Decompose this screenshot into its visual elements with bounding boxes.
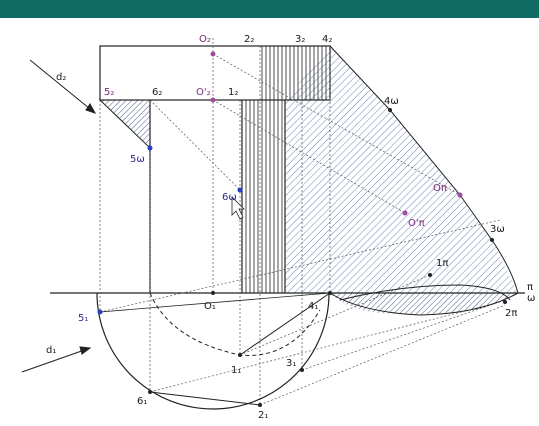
label-2-1: 2₁ — [258, 410, 268, 421]
label-O2-prime: O'₂ — [196, 87, 211, 98]
light-direction-arrows — [21, 59, 97, 373]
shadow-region-vertical — [285, 46, 518, 293]
shadow-region-horizontal — [330, 293, 518, 315]
label-3-2: 3₂ — [295, 34, 305, 45]
label-4-1: 4₁ — [308, 301, 318, 312]
shadow-triangle-5 — [98, 99, 151, 150]
label-O-prime-pi: O'π — [408, 218, 425, 229]
segment-6-2 — [149, 391, 261, 406]
label-5-omega: 5ω — [130, 154, 145, 165]
label-3-1: 3₁ — [286, 358, 296, 369]
label-pi: π — [527, 282, 533, 293]
dashed-inner-arc — [149, 292, 321, 356]
title-bar — [0, 0, 539, 18]
label-2-2: 2₂ — [244, 34, 254, 45]
vertical-hatching-lower — [241, 100, 283, 293]
label-3-omega: 3ω — [490, 224, 505, 235]
label-1-1: 1₁ — [231, 365, 241, 376]
label-6-omega: 6ω — [222, 192, 237, 203]
label-4-omega: 4ω — [384, 96, 399, 107]
mouse-cursor — [231, 196, 245, 220]
label-omega: ω — [527, 293, 535, 304]
label-4-2: 4₂ — [322, 34, 332, 45]
label-O2: O₂ — [199, 34, 211, 45]
label-d2: d₂ — [56, 72, 66, 83]
semicircle-horizontal-projection — [96, 292, 330, 410]
label-5-1: 5₁ — [78, 313, 88, 324]
label-d1: d₁ — [46, 345, 56, 356]
construction-lines — [99, 38, 506, 406]
segment-1-4 — [239, 292, 331, 356]
label-O-pi: Oπ — [433, 183, 447, 194]
segment-5-4 — [99, 292, 331, 313]
points — [97, 51, 507, 407]
label-2-pi: 2π — [505, 308, 517, 319]
shadow-outline — [329, 45, 519, 316]
label-O1: O₁ — [204, 301, 216, 312]
label-5-2: 5₂ — [104, 87, 114, 98]
label-1-2: 1₂ — [228, 87, 238, 98]
label-6-1: 6₁ — [137, 396, 147, 407]
label-1-pi: 1π — [436, 258, 448, 269]
label-6-2: 6₂ — [152, 87, 162, 98]
